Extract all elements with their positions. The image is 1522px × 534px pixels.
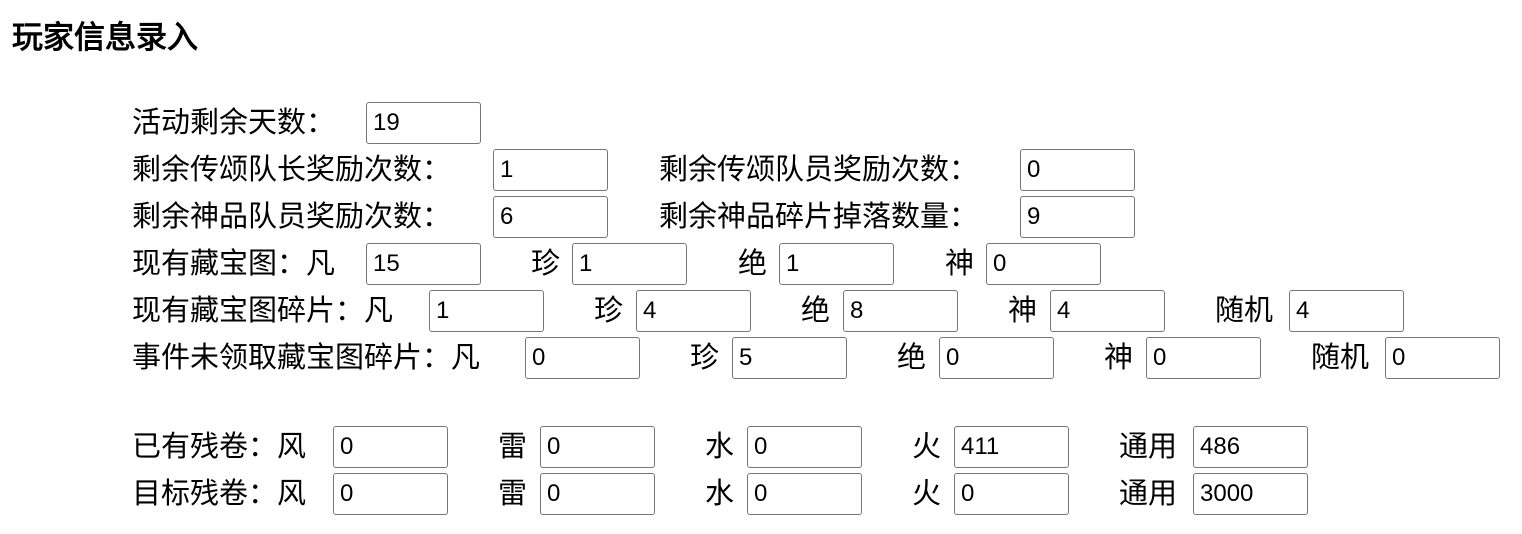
target-scrolls-lei-input[interactable] — [540, 473, 655, 515]
target-scrolls-feng-input[interactable] — [333, 473, 448, 515]
map-fragments-jue-label: 绝 — [801, 293, 831, 327]
unclaimed-fragments-random-input[interactable] — [1385, 337, 1500, 379]
map-fragments-zhen-input[interactable] — [636, 290, 751, 332]
member-reward-label: 剩余传颂队员奖励次数： — [659, 152, 979, 186]
owned-scrolls-feng-input[interactable] — [333, 426, 448, 468]
target-scrolls-label: 目标残卷：风 — [132, 476, 307, 510]
event-days-label: 活动剩余天数： — [132, 105, 336, 139]
maps-shen-input[interactable] — [986, 243, 1101, 285]
member-reward-input[interactable] — [1020, 149, 1135, 191]
maps-fan-input[interactable] — [366, 243, 481, 285]
unclaimed-fragments-fan-input[interactable] — [525, 337, 640, 379]
maps-jue-input[interactable] — [779, 243, 894, 285]
owned-scrolls-general-input[interactable] — [1193, 426, 1308, 468]
unclaimed-fragments-shen-label: 神 — [1104, 340, 1134, 374]
target-scrolls-lei-label: 雷 — [498, 476, 528, 510]
owned-scrolls-huo-input[interactable] — [954, 426, 1069, 468]
map-fragments-random-input[interactable] — [1289, 290, 1404, 332]
unclaimed-fragments-zhen-label: 珍 — [690, 340, 720, 374]
maps-zhen-input[interactable] — [572, 243, 687, 285]
map-fragments-label: 现有藏宝图碎片：凡 — [132, 293, 394, 327]
unclaimed-fragments-label: 事件未领取藏宝图碎片：凡 — [132, 340, 481, 374]
owned-scrolls-lei-label: 雷 — [498, 429, 528, 463]
unclaimed-fragments-jue-input[interactable] — [939, 337, 1054, 379]
maps-jue-label: 绝 — [738, 246, 768, 280]
map-fragments-random-label: 随机 — [1215, 293, 1274, 327]
divine-fragment-drop-input[interactable] — [1020, 196, 1135, 238]
unclaimed-fragments-random-label: 随机 — [1311, 340, 1370, 374]
map-fragments-fan-input[interactable] — [429, 290, 544, 332]
leader-reward-input[interactable] — [493, 149, 608, 191]
divine-fragment-drop-label: 剩余神品碎片掉落数量： — [659, 199, 979, 233]
maps-shen-label: 神 — [945, 246, 975, 280]
map-fragments-shen-input[interactable] — [1050, 290, 1165, 332]
target-scrolls-huo-input[interactable] — [954, 473, 1069, 515]
target-scrolls-general-input[interactable] — [1193, 473, 1308, 515]
map-fragments-zhen-label: 珍 — [594, 293, 624, 327]
target-scrolls-shui-label: 水 — [705, 476, 735, 510]
map-fragments-shen-label: 神 — [1008, 293, 1038, 327]
maps-zhen-label: 珍 — [531, 246, 561, 280]
owned-scrolls-shui-input[interactable] — [747, 426, 862, 468]
owned-scrolls-label: 已有残卷：风 — [132, 429, 307, 463]
event-days-input[interactable] — [366, 102, 481, 144]
target-scrolls-general-label: 通用 — [1119, 476, 1178, 510]
target-scrolls-shui-input[interactable] — [747, 473, 862, 515]
unclaimed-fragments-zhen-input[interactable] — [732, 337, 847, 379]
unclaimed-fragments-shen-input[interactable] — [1146, 337, 1261, 379]
divine-member-reward-label: 剩余神品队员奖励次数： — [132, 199, 452, 233]
owned-scrolls-general-label: 通用 — [1119, 429, 1178, 463]
owned-scrolls-lei-input[interactable] — [540, 426, 655, 468]
target-scrolls-huo-label: 火 — [912, 476, 942, 510]
owned-scrolls-huo-label: 火 — [912, 429, 942, 463]
leader-reward-label: 剩余传颂队长奖励次数： — [132, 152, 452, 186]
divine-member-reward-input[interactable] — [493, 196, 608, 238]
map-fragments-jue-input[interactable] — [843, 290, 958, 332]
owned-scrolls-shui-label: 水 — [705, 429, 735, 463]
unclaimed-fragments-jue-label: 绝 — [897, 340, 927, 374]
maps-label: 现有藏宝图：凡 — [132, 246, 336, 280]
page-title: 玩家信息录入 — [12, 20, 198, 56]
